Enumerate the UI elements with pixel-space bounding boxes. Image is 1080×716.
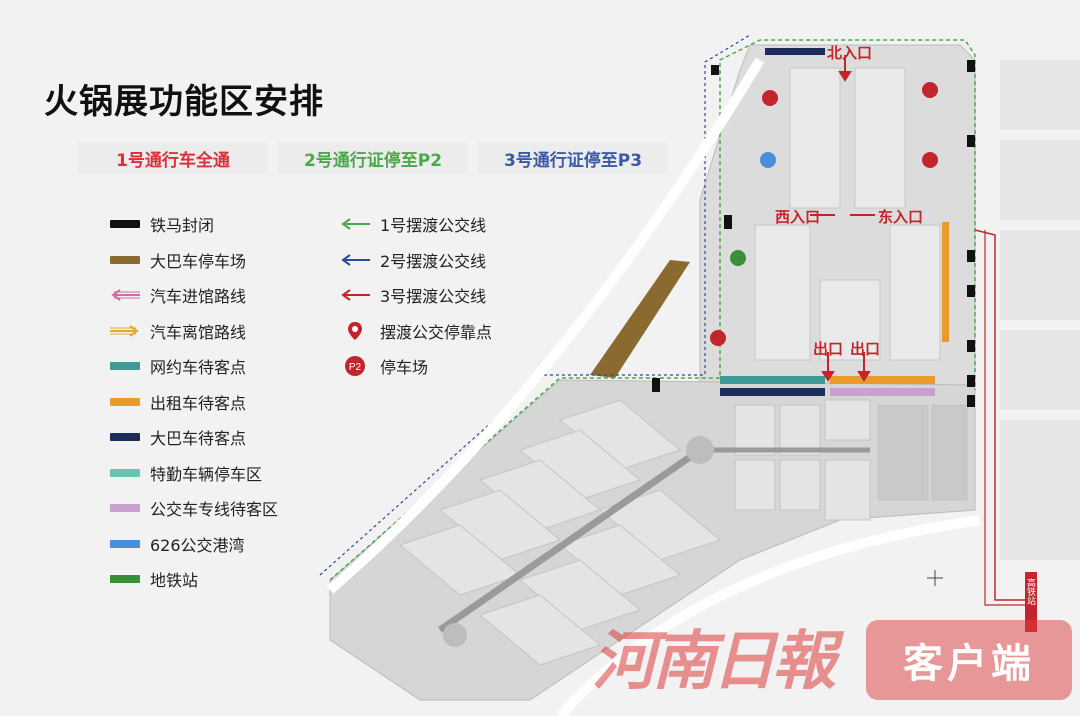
legend-right-item: 2号摆渡公交线	[340, 248, 486, 272]
east-entrance-label: 东入口	[878, 208, 924, 226]
legend-label: 大巴车停车场	[150, 251, 247, 271]
legend-left-item: 铁马封闭	[110, 212, 214, 236]
svg-text:P2: P2	[349, 362, 362, 373]
legend-right-item: 摆渡公交停靠点	[340, 319, 492, 343]
legend-left-item: 汽车离馆路线	[110, 319, 246, 343]
legend-label: 汽车离馆路线	[150, 322, 247, 342]
rail-station-label: 高铁站	[1025, 578, 1035, 605]
legend-swatch-icon	[110, 539, 140, 548]
legend-label: 汽车进馆路线	[150, 287, 247, 306]
legend-swatch-icon	[340, 253, 370, 266]
page-title: 火锅展功能区安排	[44, 82, 324, 122]
legend-left-item: 大巴车待客点	[110, 425, 246, 449]
legend-swatch-icon	[110, 433, 140, 441]
legend-left-item: 汽车进馆路线	[110, 283, 246, 307]
legend-label: 特勤车辆停车区	[150, 464, 263, 484]
legend-label: 停车场	[380, 358, 429, 377]
legend-left-item: 626公交港湾	[110, 532, 245, 556]
legend-left-item: 网约车待客点	[110, 354, 246, 378]
legend-label: 铁马封闭	[150, 216, 215, 235]
legend-swatch-icon	[110, 362, 140, 370]
legend-label: 2号摆渡公交线	[380, 251, 487, 271]
legend-swatch-icon	[110, 575, 140, 583]
legend-swatch-icon	[110, 468, 140, 477]
exit-label-2: 出口	[850, 340, 881, 358]
legend-label: 地铁站	[150, 571, 199, 590]
legend-right-item: 3号摆渡公交线	[340, 283, 486, 307]
west-entrance-label: 西入口	[775, 208, 821, 226]
legend-left-item: 出租车待客点	[110, 390, 246, 414]
legend-swatch-icon	[340, 321, 370, 341]
exit-label-1: 出口	[813, 340, 844, 358]
legend-right-item: P2 停车场	[340, 354, 428, 378]
legend-label: 626公交港湾	[150, 535, 245, 555]
legend-label: 1号摆渡公交线	[380, 216, 487, 235]
legend-label: 大巴车待客点	[150, 429, 247, 448]
legend-swatch-icon	[340, 218, 370, 230]
legend-label: 3号摆渡公交线	[380, 287, 487, 306]
legend-left-item: 大巴车停车场	[110, 248, 246, 272]
legend-swatch-icon: P2	[340, 355, 370, 377]
tab-pass-1: 1号通行车全通	[78, 142, 268, 174]
tab-pass-2: 2号通行证停至P2	[278, 142, 468, 174]
legend-swatch-icon	[110, 324, 140, 337]
tab-pass-3: 3号通行证停至P3	[478, 142, 668, 174]
newspaper-watermark: 河南日報	[592, 624, 836, 699]
legend-label: 网约车待客点	[150, 358, 247, 377]
legend-swatch-icon	[110, 289, 140, 301]
legend-right-item: 1号摆渡公交线	[340, 212, 486, 236]
legend-left-item: 地铁站	[110, 567, 198, 591]
legend-swatch-icon	[110, 255, 140, 264]
legend-swatch-icon	[110, 504, 140, 512]
client-watermark: 客户端	[866, 620, 1072, 700]
legend-label: 公交车专线待客区	[150, 500, 279, 519]
legend-left-item: 公交车专线待客区	[110, 496, 278, 520]
legend-label: 出租车待客点	[150, 393, 247, 413]
legend-left-item: 特勤车辆停车区	[110, 461, 262, 485]
legend-swatch-icon	[340, 289, 370, 301]
legend-swatch-icon	[110, 220, 140, 228]
north-entrance-label: 北入口	[827, 44, 873, 62]
legend-label: 摆渡公交停靠点	[380, 322, 493, 342]
legend-swatch-icon	[110, 397, 140, 406]
